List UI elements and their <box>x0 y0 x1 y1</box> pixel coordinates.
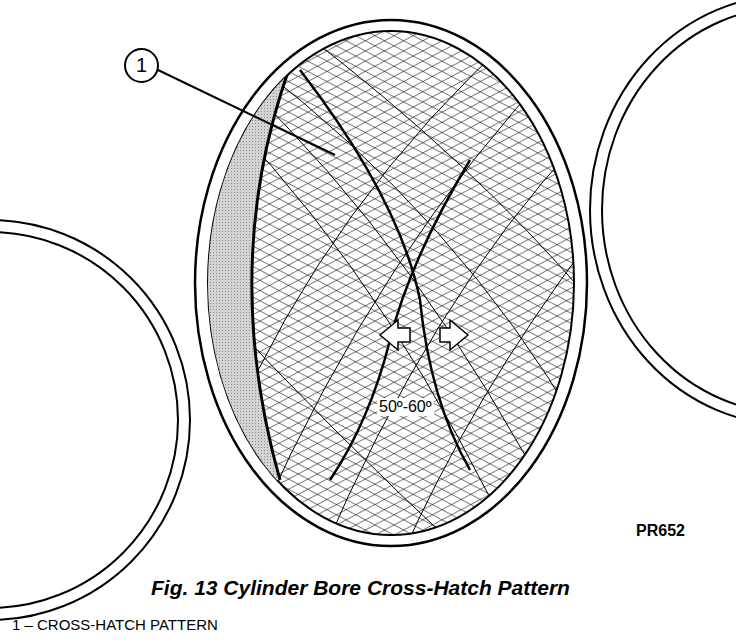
legend-item: 1 – CROSS-HATCH PATTERN <box>12 616 218 633</box>
figure-caption: Fig. 13 Cylinder Bore Cross-Hatch Patter… <box>151 576 570 600</box>
callout-number: 1 <box>136 54 147 77</box>
figure-code: PR652 <box>636 522 685 540</box>
angle-label: 50º-60º <box>377 398 434 416</box>
callout-circle: 1 <box>124 48 159 83</box>
